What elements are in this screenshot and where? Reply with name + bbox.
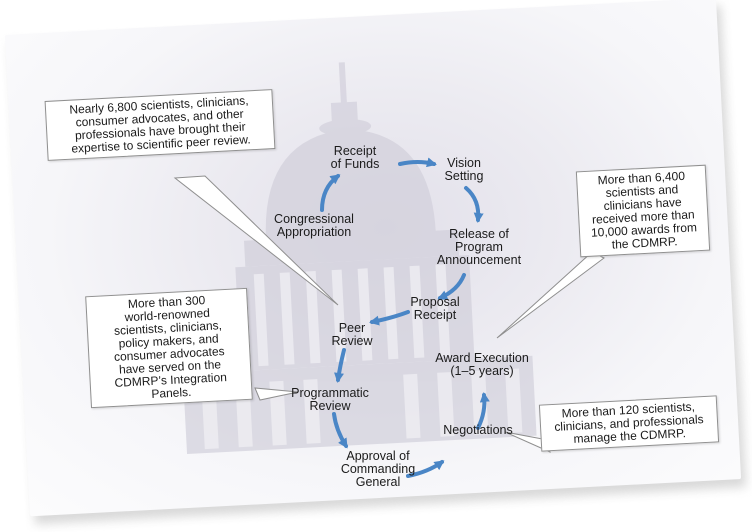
callout-management: More than 120 scientists, clinicians, an… [538,395,720,452]
step-receipt-of-funds: Receipt of Funds [330,144,380,171]
arrow-approval-to-negotiations [406,460,445,478]
step-peer-review: Peer Review [331,321,373,348]
callout-peer-review-reviewers: Nearly 6,800 scientists, clinicians, con… [44,89,276,161]
arrow-funds-to-vision [398,157,437,168]
step-proposal-receipt: Proposal Receipt [410,295,460,322]
step-congressional-appropriation: Congressional Appropriation [274,212,354,239]
arrow-programmatic-to-approval [332,412,348,449]
arrow-vision-to-release [464,186,484,223]
arrow-release-to-proposal [437,273,466,300]
step-programmatic-review: Programmatic Review [291,386,369,413]
step-negotiations: Negotiations [443,423,513,437]
arrow-peer-to-programmatic [334,348,346,383]
callout-awards-received: More than 6,400 scientists and clinician… [575,164,711,258]
arrow-proposal-to-peer [369,310,410,326]
step-award-execution: Award Execution (1–5 years) [435,351,529,378]
arrow-negotiations-to-award [476,392,490,430]
arrow-appropriation-to-funds [320,174,341,212]
step-release-of-program-announcement: Release of Program Announcement [436,227,522,267]
step-approval-of-commanding-general: Approval of Commanding General [340,449,416,489]
step-vision-setting: Vision Setting [444,156,484,183]
callout-pointer-integration [254,387,299,401]
capitol-dome-illustration [182,62,537,455]
capitol-dome-background [4,0,742,517]
callout-pointer-peer-review [173,175,339,306]
callout-integration-panels: More than 300 world-renowned scientists,… [85,287,253,409]
